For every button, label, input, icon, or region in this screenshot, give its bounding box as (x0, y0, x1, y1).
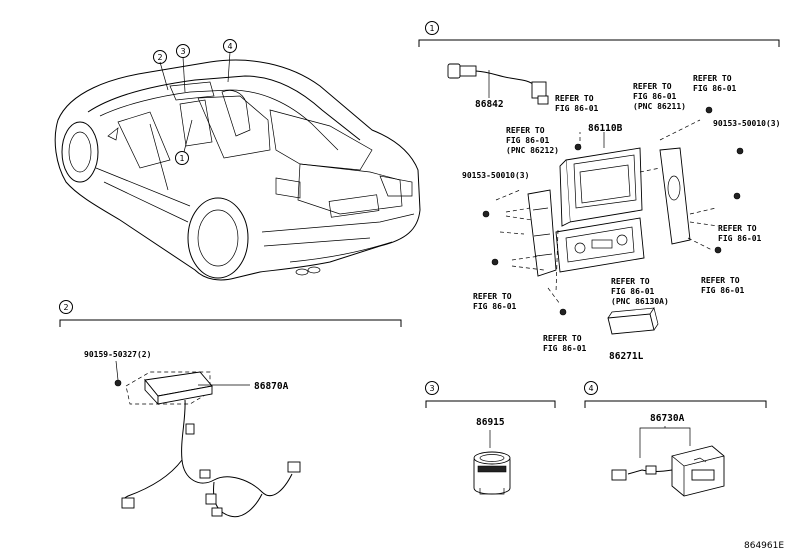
cable-86842: 86842 (447, 63, 549, 110)
part-86730A: 86730A (611, 413, 725, 497)
svg-text:FIG 86-01: FIG 86-01 (633, 92, 677, 101)
svg-text:2: 2 (157, 53, 162, 62)
svg-text:1: 1 (429, 24, 434, 33)
part-86915: 86915 (473, 417, 511, 495)
part-86870A-label: 86870A (254, 381, 289, 392)
ref-label-4: REFER TO FIG 86-01 (PNC 86212) (506, 126, 559, 155)
ref-label-6: REFER TO FIG 86-01 (701, 276, 745, 295)
svg-text:REFER TO: REFER TO (555, 94, 594, 103)
part-86110B-label: 86110B (588, 123, 623, 134)
svg-text:REFER TO: REFER TO (506, 126, 545, 135)
antenna-amplifier-86870A: 90159-50327(2) 86870A (84, 350, 301, 518)
ref-label-7: REFER TO FIG 86-01 (473, 292, 517, 311)
part-86842-label: 86842 (475, 99, 504, 110)
svg-text:FIG 86-01: FIG 86-01 (701, 286, 745, 295)
callout-2-car: 2 (153, 50, 167, 64)
svg-text:FIG 86-01: FIG 86-01 (506, 136, 550, 145)
svg-text:REFER TO: REFER TO (543, 334, 582, 343)
svg-text:1: 1 (179, 154, 184, 163)
diagram-id: 864961E (744, 541, 784, 551)
ref-label-5: REFER TO FIG 86-01 (718, 224, 762, 243)
svg-text:REFER TO: REFER TO (693, 74, 732, 83)
ref-label-2: REFER TO FIG 86-01 (PNC 86211) (633, 82, 686, 111)
part-86915-label: 86915 (476, 417, 505, 428)
svg-text:FIG 86-01: FIG 86-01 (543, 344, 587, 353)
part-86730A-label: 86730A (650, 413, 685, 424)
ref-label-9: REFER TO FIG 86-01 (543, 334, 587, 353)
svg-text:REFER TO: REFER TO (718, 224, 757, 233)
svg-text:FIG 86-01: FIG 86-01 (693, 84, 737, 93)
svg-text:FIG 86-01: FIG 86-01 (473, 302, 517, 311)
section-4-bracket: 4 (584, 381, 767, 408)
bolt-90153-right-label: 90153-50010(3) (713, 119, 780, 128)
svg-text:REFER TO: REFER TO (633, 82, 672, 91)
screw-markers (482, 106, 744, 316)
svg-text:REFER TO: REFER TO (701, 276, 740, 285)
ref-label-8: REFER TO FIG 86-01 (PNC 86130A) (611, 277, 669, 306)
audio-display-assembly (495, 119, 719, 305)
ref-label-1: REFER TO FIG 86-01 (555, 94, 599, 113)
svg-text:FIG 86-01: FIG 86-01 (718, 234, 762, 243)
callout-4-car: 4 (223, 39, 237, 53)
svg-text:REFER TO: REFER TO (473, 292, 512, 301)
vehicle-illustration (54, 51, 421, 281)
callout-1-car: 1 (175, 151, 189, 165)
section-1-bracket: 1 (418, 21, 780, 47)
svg-text:FIG 86-01: FIG 86-01 (555, 104, 599, 113)
ref-label-3: REFER TO FIG 86-01 (693, 74, 737, 93)
callout-3-car: 3 (176, 44, 190, 58)
bolt-90153-left-label: 90153-50010(3) (462, 171, 529, 180)
svg-text:3: 3 (429, 384, 434, 393)
section-3-bracket: 3 (425, 381, 556, 408)
part-86271L-label: 86271L (609, 351, 644, 362)
module-86271L: 86271L (607, 307, 659, 362)
svg-text:2: 2 (63, 303, 68, 312)
svg-text:(PNC 86211): (PNC 86211) (633, 102, 686, 111)
svg-text:4: 4 (227, 42, 232, 51)
svg-text:REFER TO: REFER TO (611, 277, 650, 286)
bolt-90159-label: 90159-50327(2) (84, 350, 151, 359)
section-2-bracket: 2 (59, 300, 402, 327)
svg-text:(PNC 86212): (PNC 86212) (506, 146, 559, 155)
svg-text:3: 3 (180, 47, 185, 56)
svg-text:(PNC 86130A): (PNC 86130A) (611, 297, 669, 306)
svg-text:4: 4 (588, 384, 593, 393)
svg-text:FIG 86-01: FIG 86-01 (611, 287, 655, 296)
